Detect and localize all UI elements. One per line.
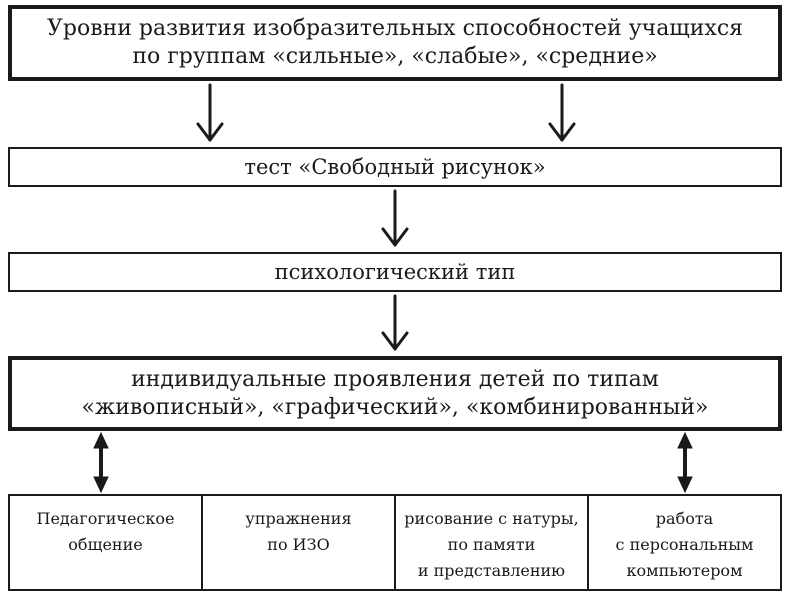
method-cell-computer: работа с персональным компьютером [589, 496, 780, 589]
top-box-levels: Уровни развития изобразительных способно… [8, 5, 782, 81]
method-cell-text: рисование с натуры, [404, 509, 579, 528]
method-cell-text: по ИЗО [267, 535, 330, 554]
test-box-label: тест «Свободный рисунок» [244, 155, 546, 179]
method-cell-text: работа [655, 509, 714, 528]
methods-row: Педагогическое общение упражнения по ИЗО… [8, 494, 782, 591]
individual-box-line-1: индивидуальные проявления детей по типам [131, 366, 659, 392]
method-cell-text: Педагогическое [36, 509, 175, 528]
top-box-line-1: Уровни развития изобразительных способно… [46, 16, 744, 41]
method-cell-exercises: упражнения по ИЗО [203, 496, 396, 589]
arrow-down-icon [381, 189, 409, 247]
method-cell-drawing: рисование с натуры, по памяти и представ… [396, 496, 589, 589]
test-box: тест «Свободный рисунок» [8, 147, 782, 187]
individual-manifestations-box: индивидуальные проявления детей по типам… [8, 356, 782, 431]
method-cell-pedagogical: Педагогическое общение [10, 496, 203, 589]
psych-type-label: психологический тип [274, 260, 516, 284]
arrow-down-icon [196, 83, 224, 142]
psych-type-box: психологический тип [8, 252, 782, 292]
arrow-down-icon [381, 294, 409, 351]
individual-box-line-2: «живописный», «графический», «комбиниров… [81, 394, 709, 420]
method-cell-text: упражнения [245, 509, 352, 528]
method-cell-text: с персональным [615, 535, 754, 554]
method-cell-text: по памяти [447, 535, 536, 554]
method-cell-text: общение [68, 535, 143, 554]
double-arrow-icon [677, 431, 693, 494]
arrow-down-icon [548, 83, 576, 142]
double-arrow-icon [93, 431, 109, 494]
method-cell-text: и представлению [417, 561, 566, 580]
method-cell-text: компьютером [626, 561, 743, 580]
top-box-line-2: по группам «сильные», «слабые», «средние… [132, 44, 658, 69]
